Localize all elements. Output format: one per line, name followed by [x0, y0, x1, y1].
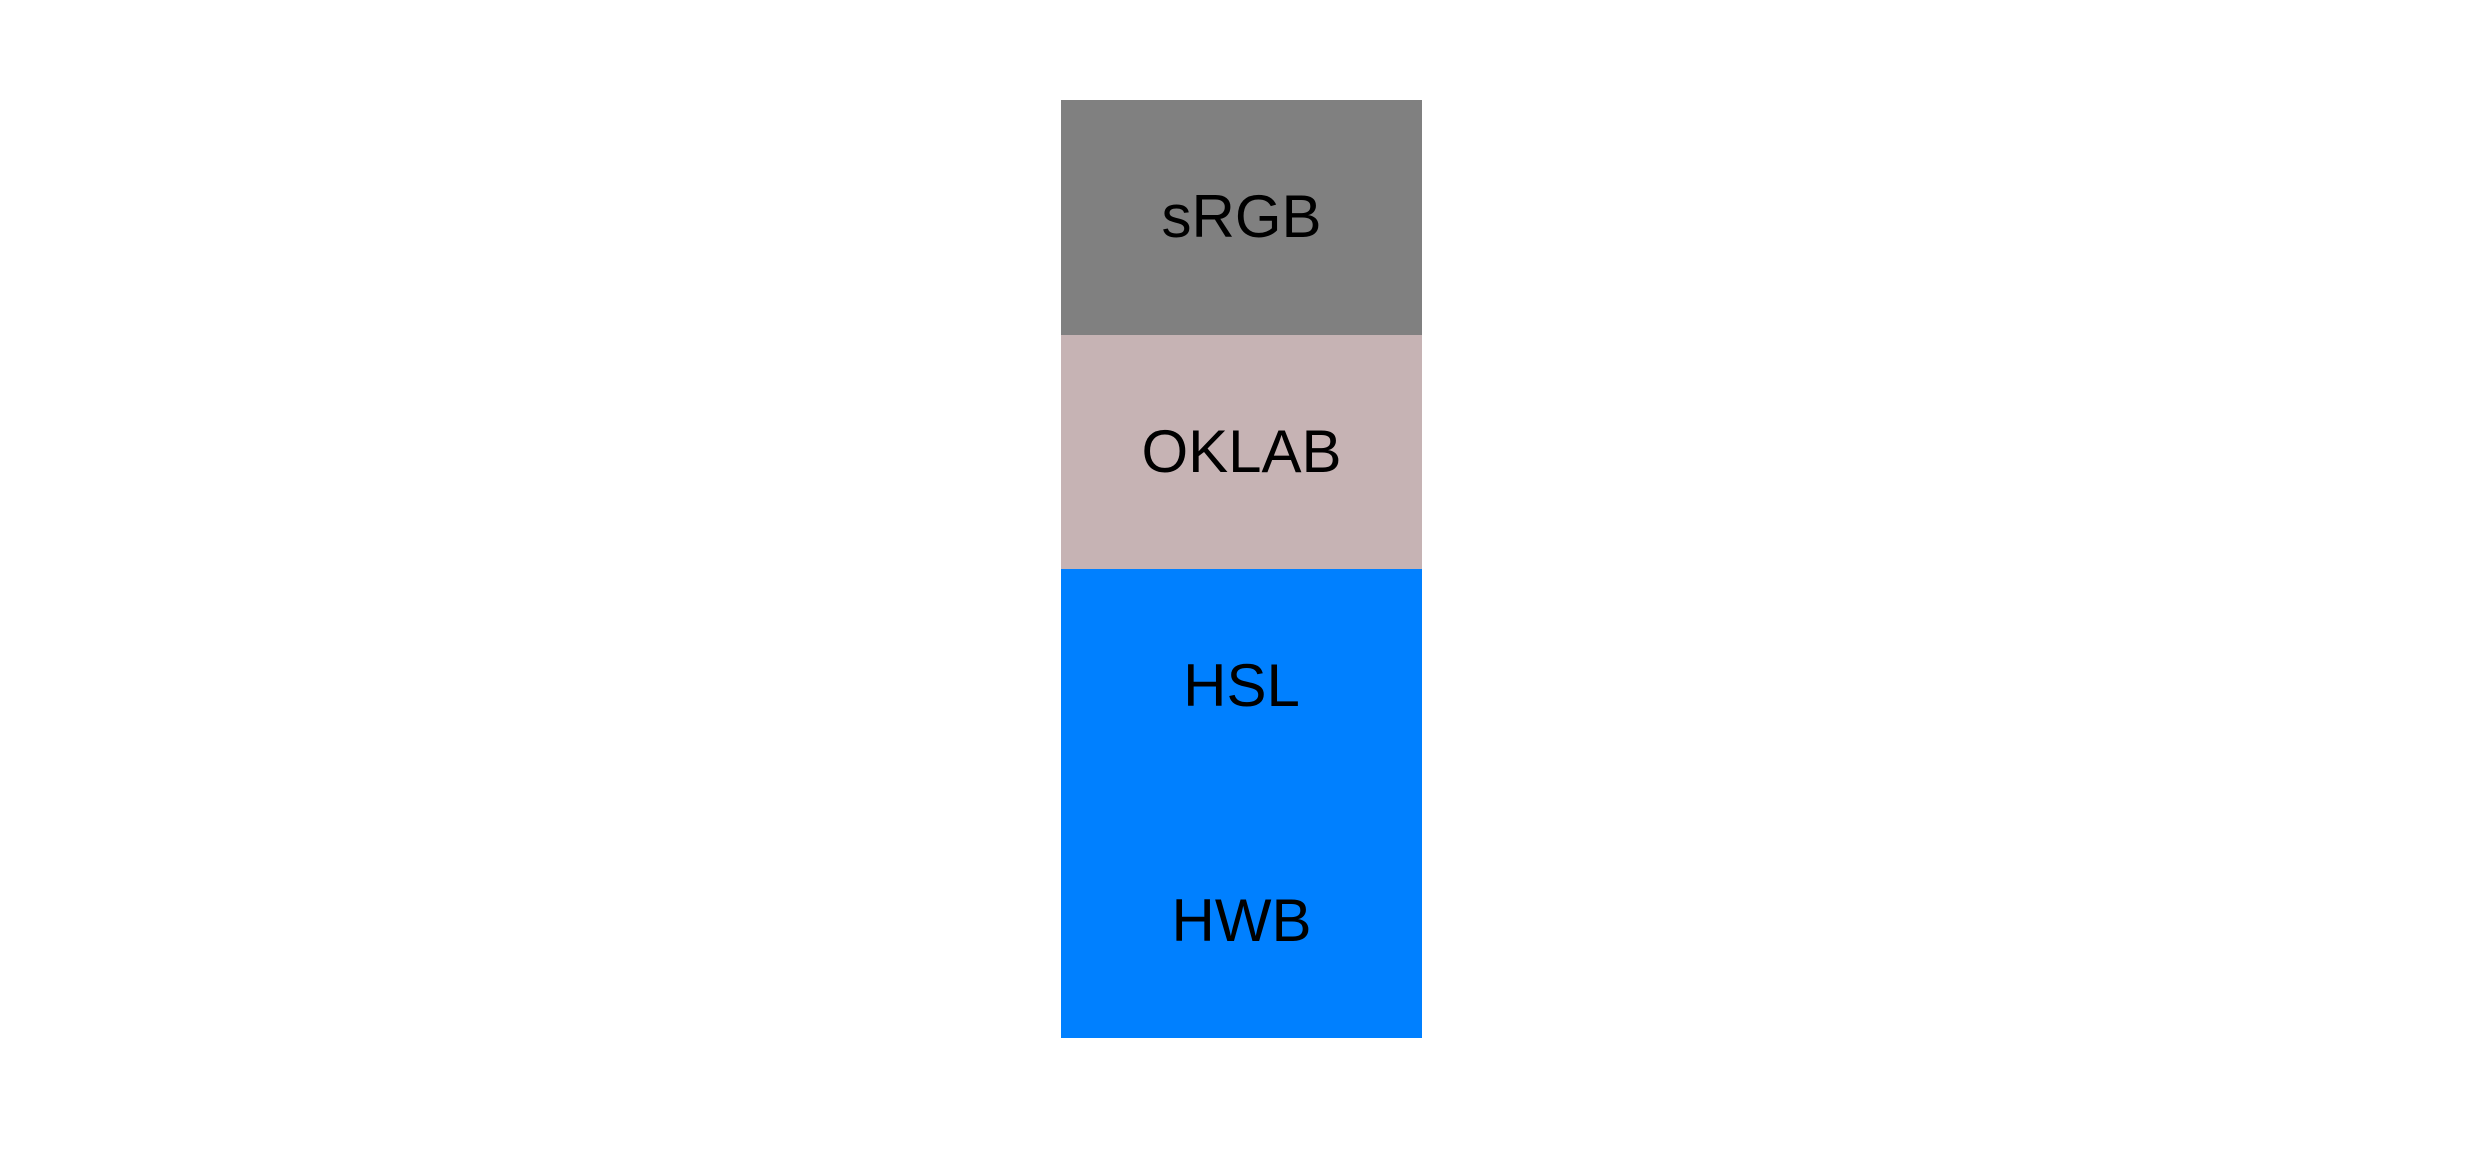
color-swatch-srgb-label: sRGB: [1161, 183, 1322, 251]
color-swatch-oklab-label: OKLAB: [1141, 417, 1342, 485]
color-space-swatch-stack: sRGB OKLAB HSL HWB: [1061, 100, 1422, 1038]
color-swatch-hsl-label: HSL: [1183, 652, 1300, 720]
color-swatch-hsl: HSL: [1061, 569, 1422, 804]
color-swatch-oklab: OKLAB: [1061, 334, 1422, 569]
color-swatch-srgb: sRGB: [1061, 100, 1422, 335]
color-swatch-hwb: HWB: [1061, 803, 1422, 1038]
color-swatch-hwb-label: HWB: [1171, 886, 1312, 954]
